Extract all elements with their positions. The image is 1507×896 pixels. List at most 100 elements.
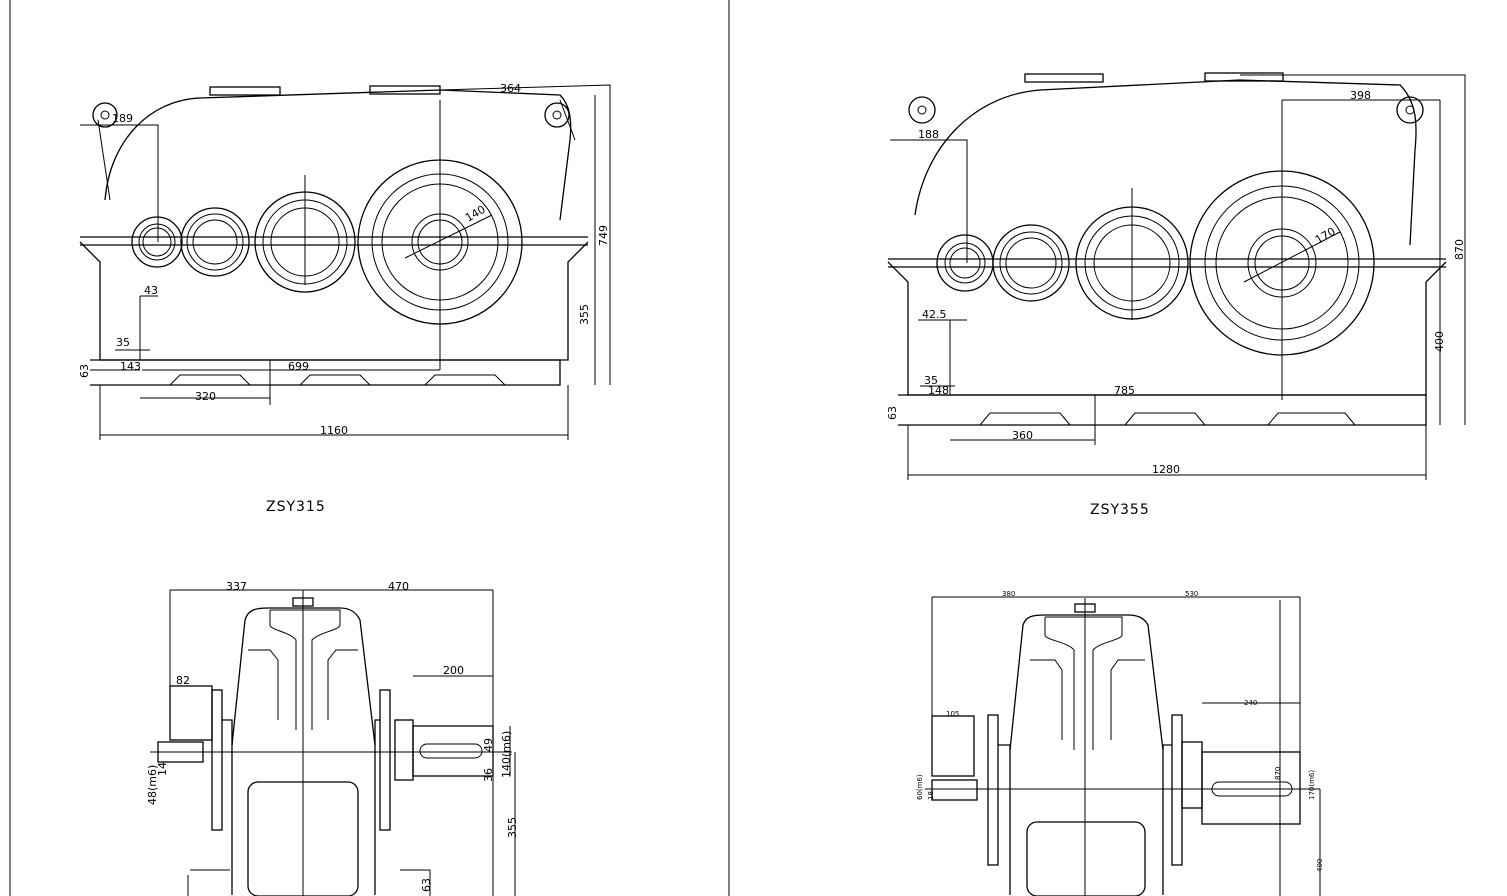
base-feet (187, 869, 431, 896)
inspection-cover-1 (209, 86, 281, 96)
center-web (269, 609, 341, 730)
dim-lines-plan-r (890, 139, 1427, 480)
dim-870-side: 870 (1274, 767, 1282, 780)
output-shaft (412, 725, 494, 777)
title-zsy315: ZSY315 (266, 499, 326, 515)
base-foot-r (898, 394, 1427, 426)
dim-1160: 1160 (320, 424, 348, 437)
gear-stage-1 (131, 216, 183, 268)
input-shaft-r (931, 779, 978, 801)
side-ribs (248, 649, 358, 720)
dim-320: 320 (195, 390, 216, 403)
zsy355-side-view: 380 530 105 240 60(m6) 18 170(m6) 870 40… (916, 590, 1324, 896)
dim-355-side: 355 (506, 817, 519, 838)
dim-43: 43 (144, 284, 158, 297)
split-line (80, 236, 588, 246)
dim-699: 699 (288, 360, 309, 373)
dim-105: 105 (946, 710, 959, 718)
bearing-cap-left-r (987, 714, 999, 866)
gear-stage-2 (180, 207, 250, 277)
breather-r (1074, 603, 1096, 613)
dim-82: 82 (176, 674, 190, 687)
lower-box-r (1026, 821, 1146, 896)
housing-walls-r (998, 744, 1172, 895)
dim-143: 143 (120, 360, 141, 373)
side-ribs-r (1030, 659, 1145, 740)
inspection-cover-1-r (1024, 73, 1104, 83)
dim-35-r: 35 (924, 374, 938, 387)
bearing-cap-right-r (1171, 714, 1183, 866)
dim-749: 749 (597, 225, 610, 246)
dim-240: 240 (1244, 699, 1257, 707)
dim-63: 63 (78, 364, 91, 378)
dim-36: 36 (482, 768, 495, 782)
dim-360: 360 (1012, 429, 1033, 442)
dim-170: 170 (1313, 225, 1338, 247)
lifting-lug-left-r (908, 96, 936, 124)
dim-14: 14 (156, 762, 169, 776)
dim-lines-plan (80, 124, 569, 440)
dim-49: 49 (482, 738, 495, 752)
dim-63-r: 63 (886, 406, 899, 420)
dim-lines-height-r (1240, 74, 1466, 425)
cover-ribs (97, 99, 576, 201)
zsy315-front-view: 364 189 140 749 43 355 35 143 699 63 320… (78, 82, 611, 440)
dim-lines-height (439, 84, 611, 385)
dim-18: 18 (927, 791, 935, 800)
dim-42-5: 42.5 (922, 308, 947, 321)
dim-337: 337 (226, 580, 247, 593)
housing-cover (104, 89, 572, 221)
center-web-r (1044, 616, 1123, 750)
input-coupling-r (931, 715, 975, 777)
lifting-lug-left (92, 102, 118, 128)
output-keyway (419, 743, 483, 759)
input-coupling (169, 685, 213, 741)
dim-870: 870 (1453, 239, 1466, 260)
dim-785: 785 (1114, 384, 1135, 397)
housing-walls (222, 719, 380, 895)
base-recesses (169, 374, 506, 386)
housing-side-profile-r (1009, 614, 1164, 751)
dim-400: 400 (1433, 331, 1446, 352)
output-shaft-r (1201, 751, 1301, 825)
housing-cover-r (914, 79, 1417, 246)
dim-35: 35 (116, 336, 130, 349)
title-zsy355: ZSY355 (1090, 502, 1150, 518)
dim-189: 189 (112, 112, 133, 125)
dim-530: 530 (1185, 590, 1198, 598)
dim-170m6: 170(m6) (1308, 770, 1316, 800)
bearing-cap-left (211, 689, 223, 831)
output-hub-r (1181, 741, 1203, 809)
dim-400-side: 400 (1316, 859, 1324, 872)
dim-48m6: 48(m6) (146, 765, 159, 805)
zsy355-front-view: 398 188 170 870 42.5 400 35 148 785 63 3… (886, 72, 1466, 480)
dim-200: 200 (443, 664, 464, 677)
output-hub (394, 719, 414, 781)
lifting-lug-right-r (1396, 96, 1424, 124)
dim-364: 364 (500, 82, 521, 95)
dim-355: 355 (578, 304, 591, 325)
dim-1280: 1280 (1152, 463, 1180, 476)
dim-140: 140 (463, 203, 488, 225)
dim-lines-side (169, 589, 516, 896)
housing-side-profile (231, 607, 376, 746)
dim-380: 380 (1002, 590, 1015, 598)
dim-398: 398 (1350, 89, 1371, 102)
dim-188: 188 (918, 128, 939, 141)
lifting-lug-right (544, 102, 570, 128)
gear-stage-2-r (992, 224, 1070, 302)
base-foot (90, 359, 561, 386)
inspection-cover-2-r (1204, 72, 1284, 82)
base-recesses-r (979, 412, 1356, 426)
dim-63-side: 63 (420, 878, 433, 892)
dim-140m6: 140(m6) (500, 731, 513, 778)
dim-lines-side-r (931, 596, 1321, 896)
gear-stage-1-r (936, 234, 994, 292)
dim-148: 148 (928, 384, 949, 397)
dim-60m6: 60(m6) (916, 774, 924, 800)
dim-470: 470 (388, 580, 409, 593)
bearing-cap-right (379, 689, 391, 831)
breather (292, 597, 314, 607)
split-line-r (888, 258, 1446, 268)
